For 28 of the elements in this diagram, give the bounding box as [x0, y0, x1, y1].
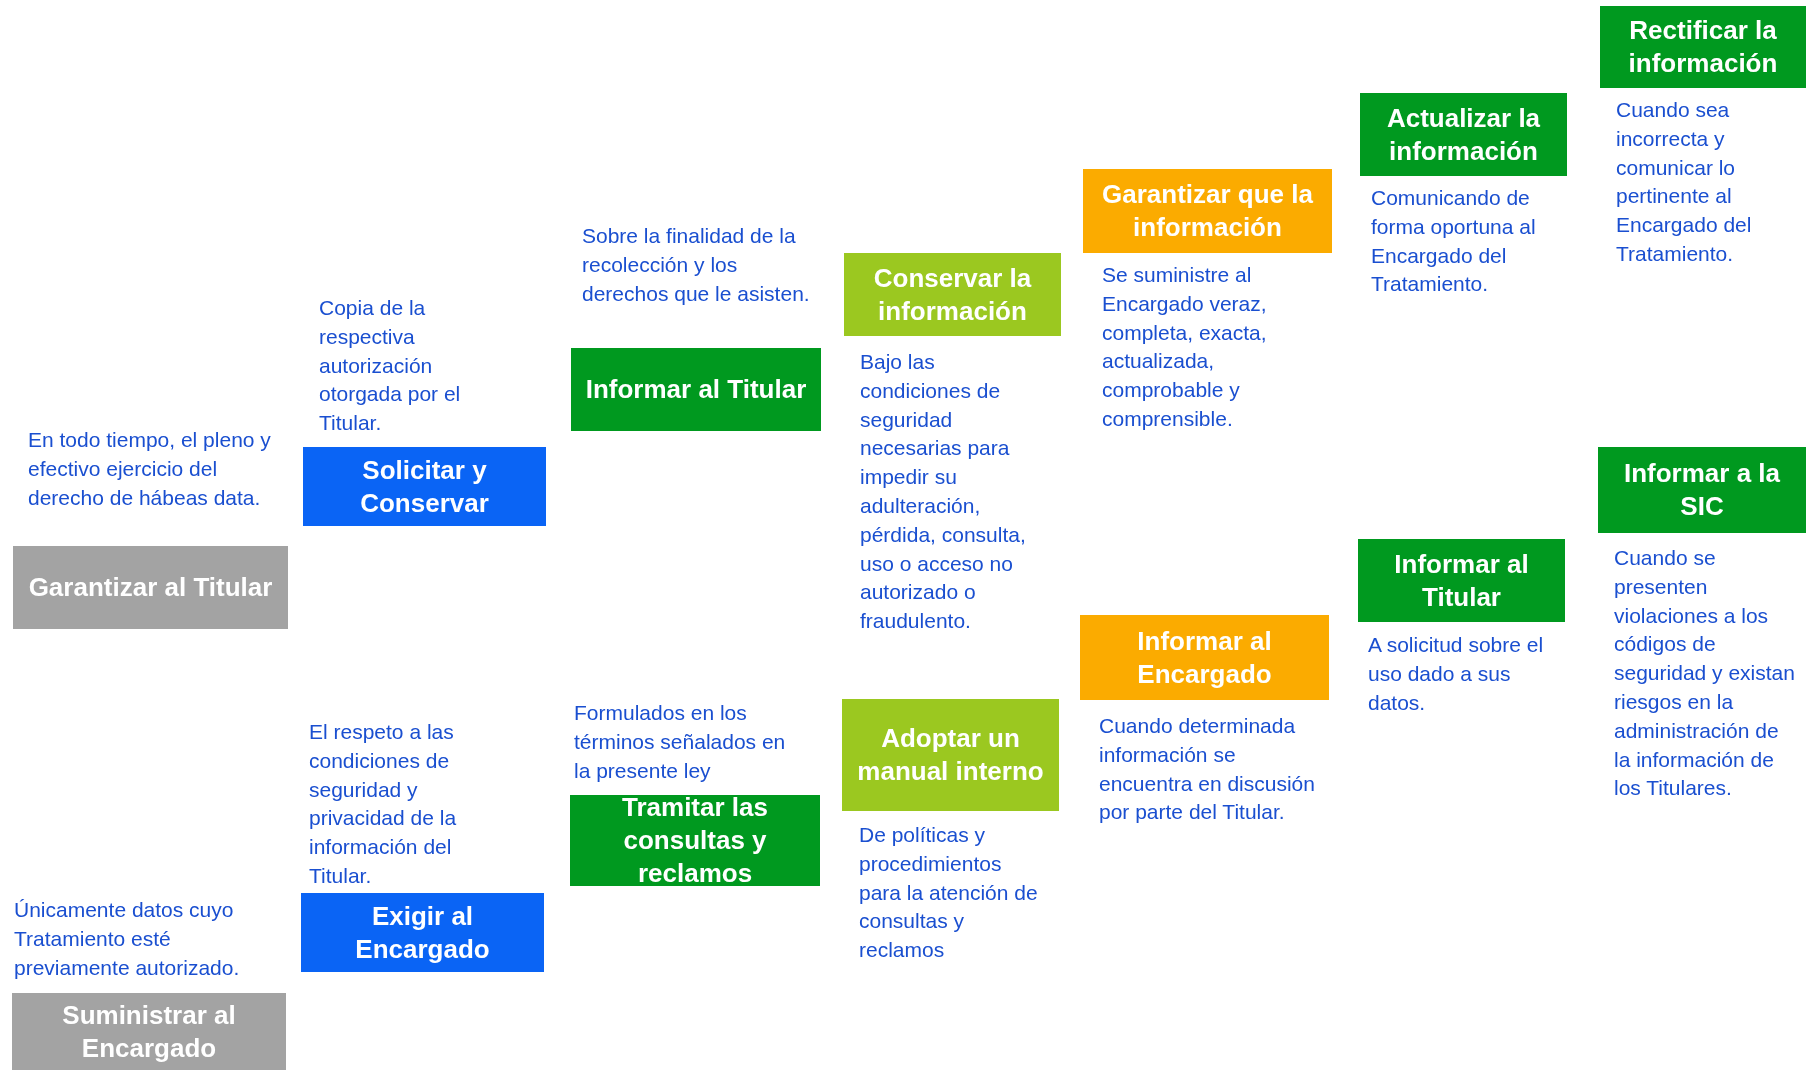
- description-text: En todo tiempo, el pleno y efectivo ejercicio del derecho de hábeas data.: [28, 427, 272, 511]
- step-box: Informar al Titular: [1358, 539, 1565, 622]
- step-box: Rectificar la información: [1600, 6, 1806, 88]
- step-box: Exigir al Encargado: [301, 893, 544, 972]
- step-box: Tramitar las consultas y reclamos: [570, 795, 820, 886]
- description-text: A solicitud sobre el uso dado a sus datos.: [1368, 632, 1545, 716]
- description-text: De políticas y procedimientos para la atención de consultas y reclamos: [859, 822, 1039, 964]
- description-text: Formulados en los términos señalados en la presente ley: [574, 700, 787, 784]
- description-text: Copia de la respectiva autorización otorgada por el Titular.: [319, 295, 462, 437]
- description-text: Se suministre al Encargado veraz, completa, exacta, actualizada, comprobable y comprensible.: [1102, 262, 1268, 432]
- step-box: Informar al Titular: [571, 348, 821, 431]
- step-box: Conservar la información: [844, 253, 1061, 336]
- description-text: Bajo las condiciones de seguridad necesarias para impedir su adulteración, pérdida, consulta, uso o acceso no autorizado o fraudulento.: [860, 349, 1027, 635]
- description-text: Cuando determinada información se encuentra en discusión por parte del Titular.: [1099, 713, 1316, 826]
- step-box: Actualizar la información: [1360, 93, 1567, 176]
- step-box: Informar a la SIC: [1598, 447, 1806, 533]
- step-box: Garantizar al Titular: [13, 546, 288, 629]
- step-box: Solicitar y Conservar: [303, 447, 546, 526]
- step-box: Informar al Encargado: [1080, 615, 1329, 700]
- description-text: Sobre la finalidad de la recolección y los derechos que le asisten.: [582, 223, 810, 307]
- description-text: Cuando sea incorrecta y comunicar lo pertinente al Encargado del Tratamiento.: [1616, 97, 1753, 267]
- step-box: Garantizar que la información: [1083, 169, 1332, 253]
- description-text: El respeto a las condiciones de seguridad y privacidad de la información del Titular.: [309, 719, 458, 889]
- description-text: Únicamente datos cuyo Tratamiento esté previamente autorizado.: [14, 897, 241, 981]
- description-text: Comunicando de forma oportuna al Encargado del Tratamiento.: [1371, 185, 1537, 298]
- step-box: Adoptar un manual interno: [842, 699, 1059, 811]
- description-text: Cuando se presenten violaciones a los códigos de seguridad y existan riesgos en la administración de la información de los Titulares.: [1614, 545, 1796, 802]
- step-box: Suministrar al Encargado: [12, 993, 286, 1070]
